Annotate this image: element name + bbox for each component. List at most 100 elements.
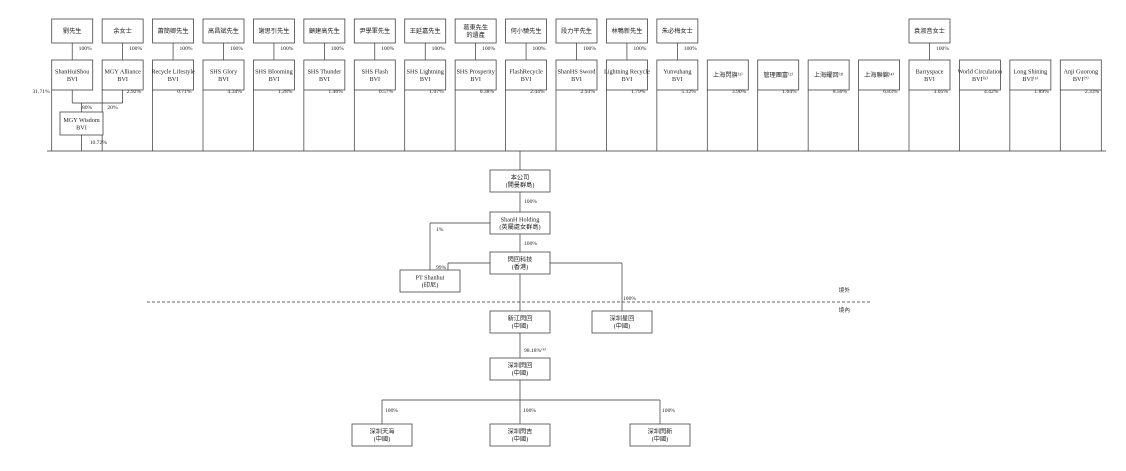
entity-box-12-sublabel: BVI: [672, 76, 683, 83]
owner-box-9-label: 何小驍先生: [511, 27, 542, 35]
company-pct-16: 6.83%: [883, 89, 898, 95]
entity-box-10-sublabel: BVI: [571, 76, 582, 83]
entity-box-5: [303, 59, 346, 91]
pt-pct-hk: 99%: [436, 265, 447, 271]
owner-box-6-label: 尹學軍先生: [359, 27, 390, 35]
wisdom-pct-b: 20%: [107, 105, 118, 111]
company-pct-0: 31.71%: [32, 89, 50, 95]
company-pct-10: 2.93%: [581, 89, 596, 95]
pt-shanhui-box-label: PT Shanhui: [416, 275, 445, 282]
entity-box-15: [807, 59, 850, 91]
company-pct-19: 1.89%: [1034, 89, 1049, 95]
entity-box-8: [454, 59, 497, 91]
owner-pct-2: 100%: [180, 46, 193, 52]
bottom-box-2: [629, 423, 691, 447]
wisdom-pct-a: 80%: [82, 105, 93, 111]
owner-box-1-label: 余女士: [113, 27, 132, 35]
owner-box-17-label: 袁淑音女士: [914, 27, 945, 35]
entity-box-16-label: 上海聯錦⁽⁴⁾: [864, 71, 894, 79]
holding-box-sublabel: (英屬處女群島): [499, 223, 540, 231]
pt-pct-holding: 1%: [436, 227, 444, 233]
owner-box-8-sublabel: 的遺產: [466, 31, 485, 39]
mgy-wisdom-box-sublabel: BVI: [76, 125, 87, 132]
company-pct-1: 2.92%: [127, 89, 142, 95]
owner-box-7: [404, 18, 447, 44]
owner-box-8-label: 葛東先生: [463, 24, 488, 32]
owner-box-2-label: 蕭簡卿先生: [158, 27, 189, 35]
owner-box-12: [656, 18, 699, 44]
owner-box-2: [152, 18, 194, 44]
entity-box-4-label: SHS Blooming: [255, 69, 293, 76]
shenzhen-shanhui-box-sublabel: (中國): [512, 369, 529, 377]
entity-box-13-label: 上海閃旗⁽¹⁾: [713, 71, 743, 79]
entity-box-17-label: Barryspace: [916, 69, 944, 76]
entity-box-20: [1059, 59, 1102, 91]
entity-box-20-label: Anji Guorong: [1064, 69, 1099, 76]
company-pct-13: 3.90%: [732, 89, 747, 95]
hk-box-label: 閃回科技: [508, 256, 533, 264]
entity-box-11-sublabel: BVI: [622, 76, 633, 83]
entity-box-12-label: Yunvuhang: [663, 69, 691, 76]
entity-box-2-sublabel: BVI: [168, 76, 179, 83]
entity-box-6-label: SHS Flash: [362, 69, 389, 76]
bottom-box-1-sublabel: (中國): [512, 435, 529, 443]
holding-box-label: ShanH Holding: [501, 217, 540, 224]
owner-pct-8: 100%: [482, 46, 495, 52]
entity-box-1-sublabel: BVI: [117, 76, 128, 83]
entity-box-8-label: SHS Prosperity: [456, 69, 495, 76]
entity-box-15-label: 上海耀回⁽³⁾: [814, 71, 844, 79]
company-pct-12: 5.12%: [681, 89, 696, 95]
company-pct-8: 0.38%: [480, 89, 495, 95]
company-pct-3: 4.34%: [228, 89, 243, 95]
entity-box-11-label: Lightning Recycle: [604, 69, 650, 76]
entity-box-0-sublabel: BVI: [67, 76, 78, 83]
owner-pct-5: 100%: [331, 46, 344, 52]
shenzhen-shanhui-box-label: 深圳閃回: [508, 362, 533, 370]
xinjiang-box-label: 新江閃回: [508, 315, 533, 323]
entity-box-17-sublabel: BVI: [924, 76, 935, 83]
bottom-box-1: [489, 423, 551, 447]
entity-box-19: [1009, 59, 1052, 91]
owner-pct-11: 100%: [633, 46, 646, 52]
bottom-box-1-label: 深圳閃吉: [508, 428, 533, 436]
entity-box-0-label: ShanHuiShou: [55, 69, 89, 76]
entity-box-3: [202, 59, 245, 91]
hk-box-sublabel: (香港): [512, 263, 529, 271]
entity-box-6-sublabel: BVI: [369, 76, 380, 83]
entity-box-10-label: ShanHS Sword: [558, 69, 597, 76]
entity-box-2: [152, 59, 194, 91]
company-pct-4: 1.28%: [278, 89, 293, 95]
holding-pct: 100%: [524, 199, 537, 205]
entity-box-11: [606, 59, 648, 91]
hk-pct: 100%: [524, 241, 537, 247]
owner-box-0: [51, 18, 94, 44]
mgy-wisdom-box-label: MGY Wisdom: [63, 117, 100, 124]
company-pct-9: 2.44%: [530, 89, 545, 95]
shenzhen-xinhui-box-sublabel: (中國): [614, 322, 631, 330]
entity-box-7: [404, 59, 447, 91]
owner-pct-7: 100%: [432, 46, 445, 52]
owner-box-11: [606, 18, 648, 44]
owner-box-9: [505, 18, 547, 44]
zone-onshore-label: 境內: [839, 306, 851, 314]
entity-box-14: [757, 59, 800, 91]
company-pct-15: 8.50%: [833, 89, 848, 95]
entity-box-0: [51, 59, 94, 91]
bottom-box-0-label: 深圳天海: [370, 428, 395, 436]
owner-box-8: [454, 18, 497, 44]
zone-offshore-label: 境外: [839, 286, 851, 294]
owner-box-5-label: 顧建高先生: [309, 27, 340, 35]
entity-box-19-sublabel: BVI⁽⁶⁾: [1022, 76, 1038, 83]
owner-pct-10: 100%: [583, 46, 596, 52]
entity-box-3-label: SHS Glory: [210, 69, 238, 76]
xinhui-pct: 100%: [623, 296, 636, 302]
owner-pct-4: 100%: [280, 46, 293, 52]
owner-box-4-label: 謝思引先生: [258, 27, 289, 35]
entity-box-6: [353, 59, 396, 91]
entity-box-17: [908, 59, 951, 91]
shenzhen-xinhui-box-label: 深圳星回: [610, 315, 635, 323]
owner-box-7-label: 王延嘉先生: [410, 27, 441, 35]
entity-box-18-sublabel: BVI⁽⁵⁾: [972, 76, 988, 83]
company-pct-14: 1.64%: [782, 89, 797, 95]
